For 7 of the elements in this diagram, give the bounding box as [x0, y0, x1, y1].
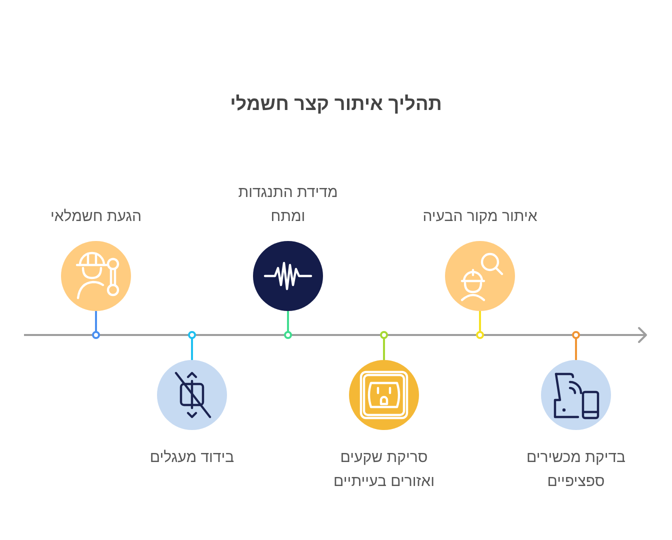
step-label: בדיקת מכשירים ספציפיים — [525, 448, 627, 492]
step-label: איתור מקור הבעיה — [422, 207, 538, 227]
step-label: סריקת שקעים ואזורים בעייתיים — [332, 448, 436, 492]
step-label: בידוד מעגלים — [150, 448, 234, 468]
step-label: מדידת התנגדות ומתח — [237, 183, 339, 227]
diagram-title: תהליך איתור קצר חשמלי — [230, 93, 442, 117]
step-label: הגעת חשמלאי — [50, 207, 142, 227]
